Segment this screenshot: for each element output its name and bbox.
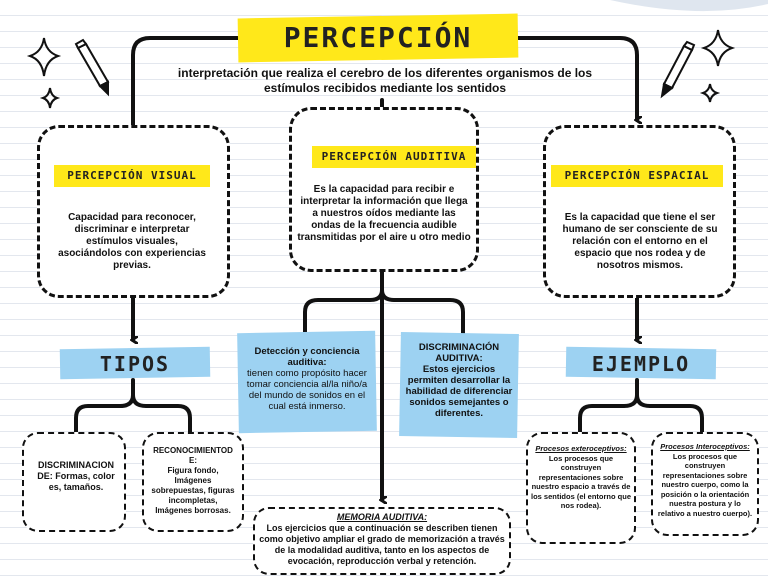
visual-box [37,125,230,298]
ejemplo-branches [578,378,639,434]
espacial-text: Es la capacidad que tiene el ser humano … [562,212,718,271]
auditiva-box [289,107,479,272]
reconocimiento-text: Figura fondo, Imágenes sobrepuestas, fig… [151,466,235,515]
espacial-heading: PERCEPCIÓN ESPACIAL [564,169,710,182]
pencil-icon [74,38,110,97]
tipos-branches [74,378,135,434]
sparkle-icons [26,29,736,109]
exteroceptivos-text: Los procesos que construyen representaci… [530,453,631,511]
deteccion-text: tienen como propósito hacer tomar concie… [246,368,368,412]
arrow-split-auditiva [305,270,384,338]
memoria-text: Los ejercicios que a continuación se des… [259,523,505,566]
ejemplo-heading: EJEMPLO [591,352,691,376]
auditiva-heading-highlight [312,146,476,168]
tipos-heading: TIPOS [99,352,171,376]
discriminacion-visual-box [22,432,126,532]
exteroceptivos-box [526,432,636,544]
interoceptivos-heading: Procesos Interoceptivos: [660,442,750,451]
espacial-heading-highlight [551,165,723,187]
reconocimiento-box [142,432,244,532]
discriminacion-auditiva-card: DISCRIMINACIÓN AUDITIVA: Estos ejercicio… [404,342,514,419]
discriminacion-auditiva-heading: DISCRIMINACIÓN AUDITIVA: [418,342,500,364]
page-title: PERCEPCIÓN [283,21,473,54]
auditiva-text: Es la capacidad para recibir e interpret… [297,184,471,243]
discriminacion-auditiva-text: Estos ejercicios permiten desarrollar la… [405,364,513,419]
arrow-to-espacial [498,36,637,120]
memoria-box [253,507,511,575]
discriminacion-visual-text: DISCRIMINACIONDE: Formas, colores, tamañ… [37,460,115,492]
memoria-heading: MEMORIA AUDITIVA: [336,512,428,522]
memoria-card: MEMORIA AUDITIVA: Los ejercicios que a c… [256,512,508,567]
interoceptivos-text: Los procesos que construyen representaci… [657,451,753,518]
reconocimiento-heading: RECONOCIMIENTODE: [153,446,233,465]
arrow-to-visual [133,36,252,140]
exteroceptivos-heading: Procesos exteroceptivos: [535,444,627,453]
visual-heading-highlight [54,165,210,187]
subtitle: interpretación que realiza el cerebro de… [177,66,593,95]
exteroceptivos-card: Procesos exteroceptivos: Los procesos qu… [530,444,632,511]
visual-heading: PERCEPCIÓN VISUAL [67,169,197,182]
auditiva-heading: PERCEPCIÓN AUDITIVA [321,150,467,163]
espacial-box [543,125,736,298]
deteccion-heading: Detección y conciencia auditiva: [254,346,360,368]
reconocimiento-card: RECONOCIMIENTODE: Figura fondo, Imágenes… [150,446,236,516]
deteccion-card: Detección y conciencia auditiva: tienen … [240,346,374,412]
interoceptivos-card: Procesos Interoceptivos: Los procesos qu… [656,442,754,518]
interoceptivos-box [651,432,759,536]
visual-text: Capacidad para reconocer, discriminar e … [58,212,206,271]
